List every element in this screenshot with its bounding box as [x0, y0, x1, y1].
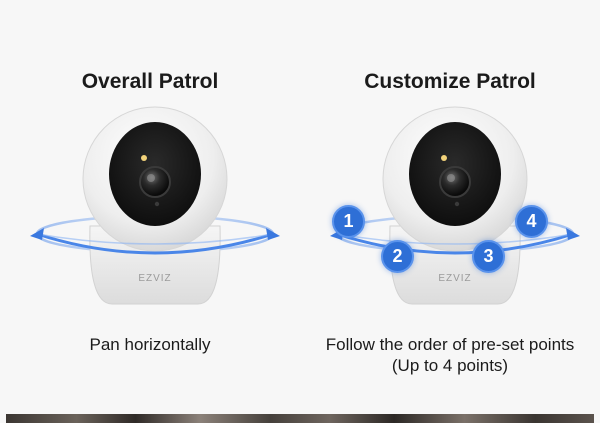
overall-patrol-caption: Pan horizontally	[89, 335, 211, 354]
customize-patrol-caption-line2: (Up to 4 points)	[391, 356, 509, 375]
camera-illustration: EZVIZ	[330, 106, 580, 305]
brand-logo: EZVIZ	[138, 273, 171, 284]
preset-point-4-marker: 4	[515, 205, 548, 238]
camera-customize-patrol: EZVIZ	[320, 104, 590, 314]
preset-point-3-marker: 3	[472, 240, 505, 273]
customize-patrol-caption-line1: Follow the order of pre-set points	[325, 335, 575, 354]
customize-patrol-title: Customize Patrol	[364, 70, 536, 93]
camera-illustration: EZVIZ	[30, 106, 280, 305]
preset-point-2-marker: 2	[381, 240, 414, 273]
customize-patrol-panel: Customize Patrol EZVIZ 1 2 3 4 Follow th…	[300, 0, 600, 410]
overall-patrol-panel: Overall Patrol EZVIZ	[0, 0, 300, 410]
brand-logo: EZVIZ	[438, 273, 471, 284]
next-image-strip	[6, 414, 594, 423]
preset-point-1-marker: 1	[332, 205, 365, 238]
camera-overall-patrol: EZVIZ	[20, 104, 290, 314]
overall-patrol-title: Overall Patrol	[81, 70, 219, 93]
